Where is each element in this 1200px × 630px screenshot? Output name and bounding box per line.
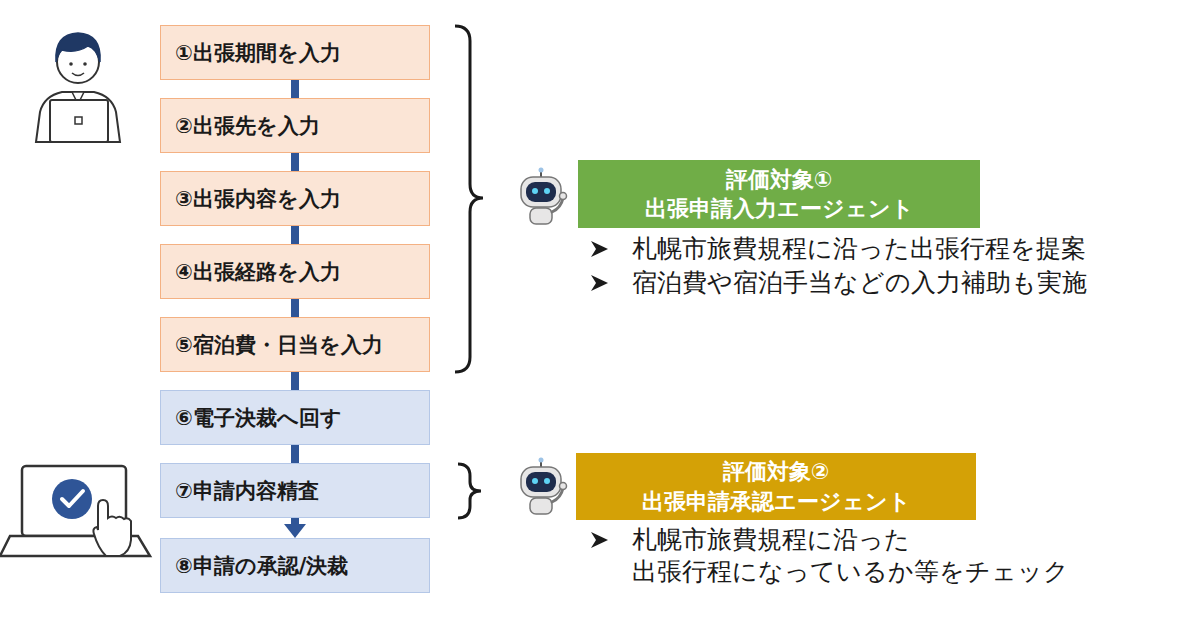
robot-hand — [560, 483, 567, 490]
approval-illustration — [0, 466, 150, 556]
robot-icon — [521, 168, 567, 225]
bullet-text: 宿泊費や宿泊手当などの入力補助も実施 — [632, 267, 1192, 299]
user-laptop — [50, 100, 108, 142]
robot-eye — [544, 188, 550, 194]
node-title: ③出張内容を入力 — [175, 185, 341, 213]
node-title: 評価対象① — [726, 165, 833, 194]
robot-antenna-tip — [539, 458, 544, 463]
process-box: ③出張内容を入力 — [160, 171, 430, 226]
flow-connector — [295, 226, 296, 244]
connector-line — [291, 299, 299, 317]
user-body — [36, 92, 120, 142]
arrow-head — [284, 524, 306, 538]
flow-connector — [295, 80, 296, 98]
robot-body — [530, 498, 552, 514]
process-box: ⑤宿泊費・日当を入力 — [160, 317, 430, 372]
robot-eye — [532, 188, 538, 194]
bullet-marker — [591, 532, 608, 548]
connector-line — [291, 372, 299, 390]
flow-connector — [295, 299, 296, 317]
flow-connector — [284, 518, 306, 538]
node-title: ②出張先を入力 — [175, 112, 320, 140]
node-title: ⑧申請の承認/決裁 — [175, 552, 348, 580]
process-box: ①出張期間を入力 — [160, 25, 430, 80]
robot-face — [526, 182, 556, 202]
process-box: ⑧申請の承認/決裁 — [160, 538, 430, 593]
robot-eye — [532, 478, 538, 484]
robot-eye — [544, 478, 550, 484]
pointing-hand — [93, 500, 131, 556]
agent-box: 評価対象①出張申請入力エージェント — [578, 160, 980, 228]
node-title: 評価対象② — [723, 457, 830, 486]
robot-hand — [560, 193, 567, 200]
check-circle — [52, 479, 92, 519]
node-title: ⑤宿泊費・日当を入力 — [175, 331, 383, 359]
user-eye — [83, 62, 87, 66]
group-bracket — [458, 464, 481, 518]
check-mark — [62, 491, 83, 506]
user-eye — [69, 62, 73, 66]
robot-body — [530, 208, 552, 224]
bullet-marker — [591, 241, 608, 257]
robot-head — [521, 177, 561, 207]
laptop-logo — [75, 117, 82, 124]
node-subtitle: 出張申請入力エージェント — [645, 194, 914, 223]
flow-connector — [295, 372, 296, 390]
bullet-text: 札幌市旅費規程に沿った 出張行程になっているか等をチェック — [632, 524, 1152, 588]
connector-line — [291, 445, 299, 463]
robot-face — [526, 472, 556, 492]
bullet-marker — [591, 275, 608, 291]
flow-connector — [295, 153, 296, 171]
node-title: ④出張経路を入力 — [175, 258, 341, 286]
robot-icon — [521, 458, 567, 515]
connector-line — [291, 518, 299, 525]
robot-arm — [552, 488, 563, 502]
process-box: ⑥電子決裁へ回す — [160, 390, 430, 445]
process-box: ②出張先を入力 — [160, 98, 430, 153]
node-subtitle: 出張申請承認エージェント — [642, 487, 911, 516]
user-illustration — [36, 33, 120, 142]
connector-line — [291, 153, 299, 171]
node-title: ⑦申請内容精査 — [175, 477, 319, 505]
robot-head — [521, 467, 561, 497]
robot-antenna-tip — [539, 168, 544, 173]
node-title: ①出張期間を入力 — [175, 39, 341, 67]
process-box: ④出張経路を入力 — [160, 244, 430, 299]
group-bracket — [455, 26, 483, 372]
agent-box: 評価対象②出張申請承認エージェント — [576, 453, 976, 520]
user-mouth — [72, 73, 84, 76]
bullet-text: 札幌市旅費規程に沿った出張行程を提案 — [632, 233, 1192, 265]
robot-arm — [552, 198, 563, 212]
process-box: ⑦申請内容精査 — [160, 463, 430, 518]
connector-line — [291, 80, 299, 98]
node-title: ⑥電子決裁へ回す — [175, 404, 342, 432]
connector-line — [291, 226, 299, 244]
flow-connector — [295, 445, 296, 463]
user-hair — [56, 33, 100, 62]
